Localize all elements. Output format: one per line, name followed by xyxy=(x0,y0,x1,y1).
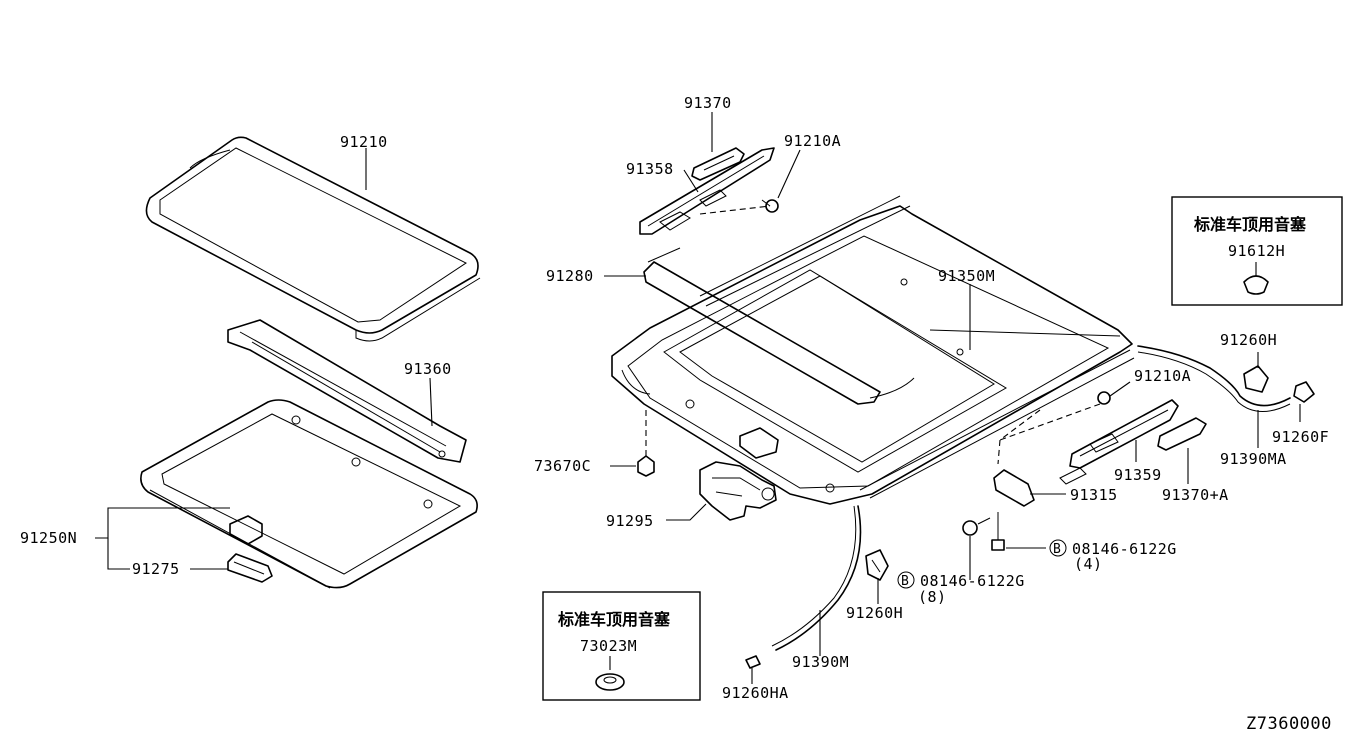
guide-assembly-91359[interactable] xyxy=(1059,399,1179,485)
seal-rail-91360[interactable] xyxy=(227,319,467,463)
drain-hose-91390MA[interactable] xyxy=(1137,345,1291,412)
sunroof-frame-91350M[interactable] xyxy=(611,195,1135,505)
label-91295: 91295 xyxy=(606,512,654,530)
label-91359: 91359 xyxy=(1114,466,1162,484)
bolt-91210A-right[interactable] xyxy=(1097,391,1111,405)
label-91260F: 91260F xyxy=(1272,428,1329,446)
guide-part-91370[interactable] xyxy=(691,147,745,181)
diagram-id: Z7360000 xyxy=(1246,714,1332,734)
bolt-washer[interactable] xyxy=(962,517,991,536)
bolt-symbol-8: B xyxy=(901,574,909,589)
note-title-left: 标准车顶用音塞 xyxy=(557,610,671,629)
label-91390M: 91390M xyxy=(792,653,849,671)
drain-hose-91390M[interactable] xyxy=(771,505,862,651)
label-91370: 91370 xyxy=(684,94,732,112)
label-91280: 91280 xyxy=(546,267,594,285)
label-91210A-top: 91210A xyxy=(784,132,841,150)
label-08146-6122G-4: 08146-6122G xyxy=(1072,540,1177,558)
guide-part-91370A[interactable] xyxy=(1157,417,1207,451)
bracket-91315[interactable] xyxy=(993,469,1035,507)
glass-panel-91210[interactable] xyxy=(145,136,481,342)
label-qty-4: (4) xyxy=(1074,555,1103,573)
wind-deflector-91280[interactable] xyxy=(643,247,915,405)
label-73023M: 73023M xyxy=(580,637,637,655)
clip-91260H-right[interactable] xyxy=(1243,365,1269,393)
label-91370A: 91370+A xyxy=(1162,486,1229,504)
label-91612H: 91612H xyxy=(1228,242,1285,260)
label-91210: 91210 xyxy=(340,133,388,151)
bolt-08146-6122G-4[interactable] xyxy=(991,512,1005,551)
clip-91260F[interactable] xyxy=(1293,381,1315,403)
label-91358: 91358 xyxy=(626,160,674,178)
handle-91275[interactable] xyxy=(227,553,273,583)
label-91350M: 91350M xyxy=(938,267,995,285)
note-box-right: 标准车顶用音塞 91612H xyxy=(1171,196,1343,306)
sunshade-91250N[interactable] xyxy=(140,399,478,589)
label-91315: 91315 xyxy=(1070,486,1118,504)
label-91390MA: 91390MA xyxy=(1220,450,1287,468)
note-title-right: 标准车顶用音塞 xyxy=(1193,215,1307,234)
clip-91260H-mid[interactable] xyxy=(865,549,889,581)
bolt-callout-4: B 08146-6122G (4) xyxy=(1049,539,1177,573)
bolt-callout-8: B 08146-6122G (8) xyxy=(897,571,1025,606)
bolt-91210A-top[interactable] xyxy=(761,199,779,213)
label-qty-8: (8) xyxy=(918,588,947,606)
plug-73023M-icon xyxy=(595,673,625,691)
clip-73670C[interactable] xyxy=(637,455,655,477)
label-91210A-right: 91210A xyxy=(1134,367,1191,385)
bolt-symbol-4: B xyxy=(1053,542,1061,557)
label-08146-6122G-8: 08146-6122G xyxy=(920,572,1025,590)
guide-assembly-91358[interactable] xyxy=(639,147,775,235)
label-91260H-mid: 91260H xyxy=(846,604,903,622)
label-73670C: 73670C xyxy=(534,457,591,475)
clip-91260HA[interactable] xyxy=(745,655,761,669)
plug-91612H-icon xyxy=(1243,275,1269,295)
note-box-left: 标准车顶用音塞 73023M xyxy=(542,591,701,701)
label-91360: 91360 xyxy=(404,360,452,378)
label-91260HA: 91260HA xyxy=(722,684,789,702)
label-91250N: 91250N xyxy=(20,529,77,547)
label-91260H-right: 91260H xyxy=(1220,331,1277,349)
label-91275: 91275 xyxy=(132,560,180,578)
motor-91295[interactable] xyxy=(699,461,777,521)
